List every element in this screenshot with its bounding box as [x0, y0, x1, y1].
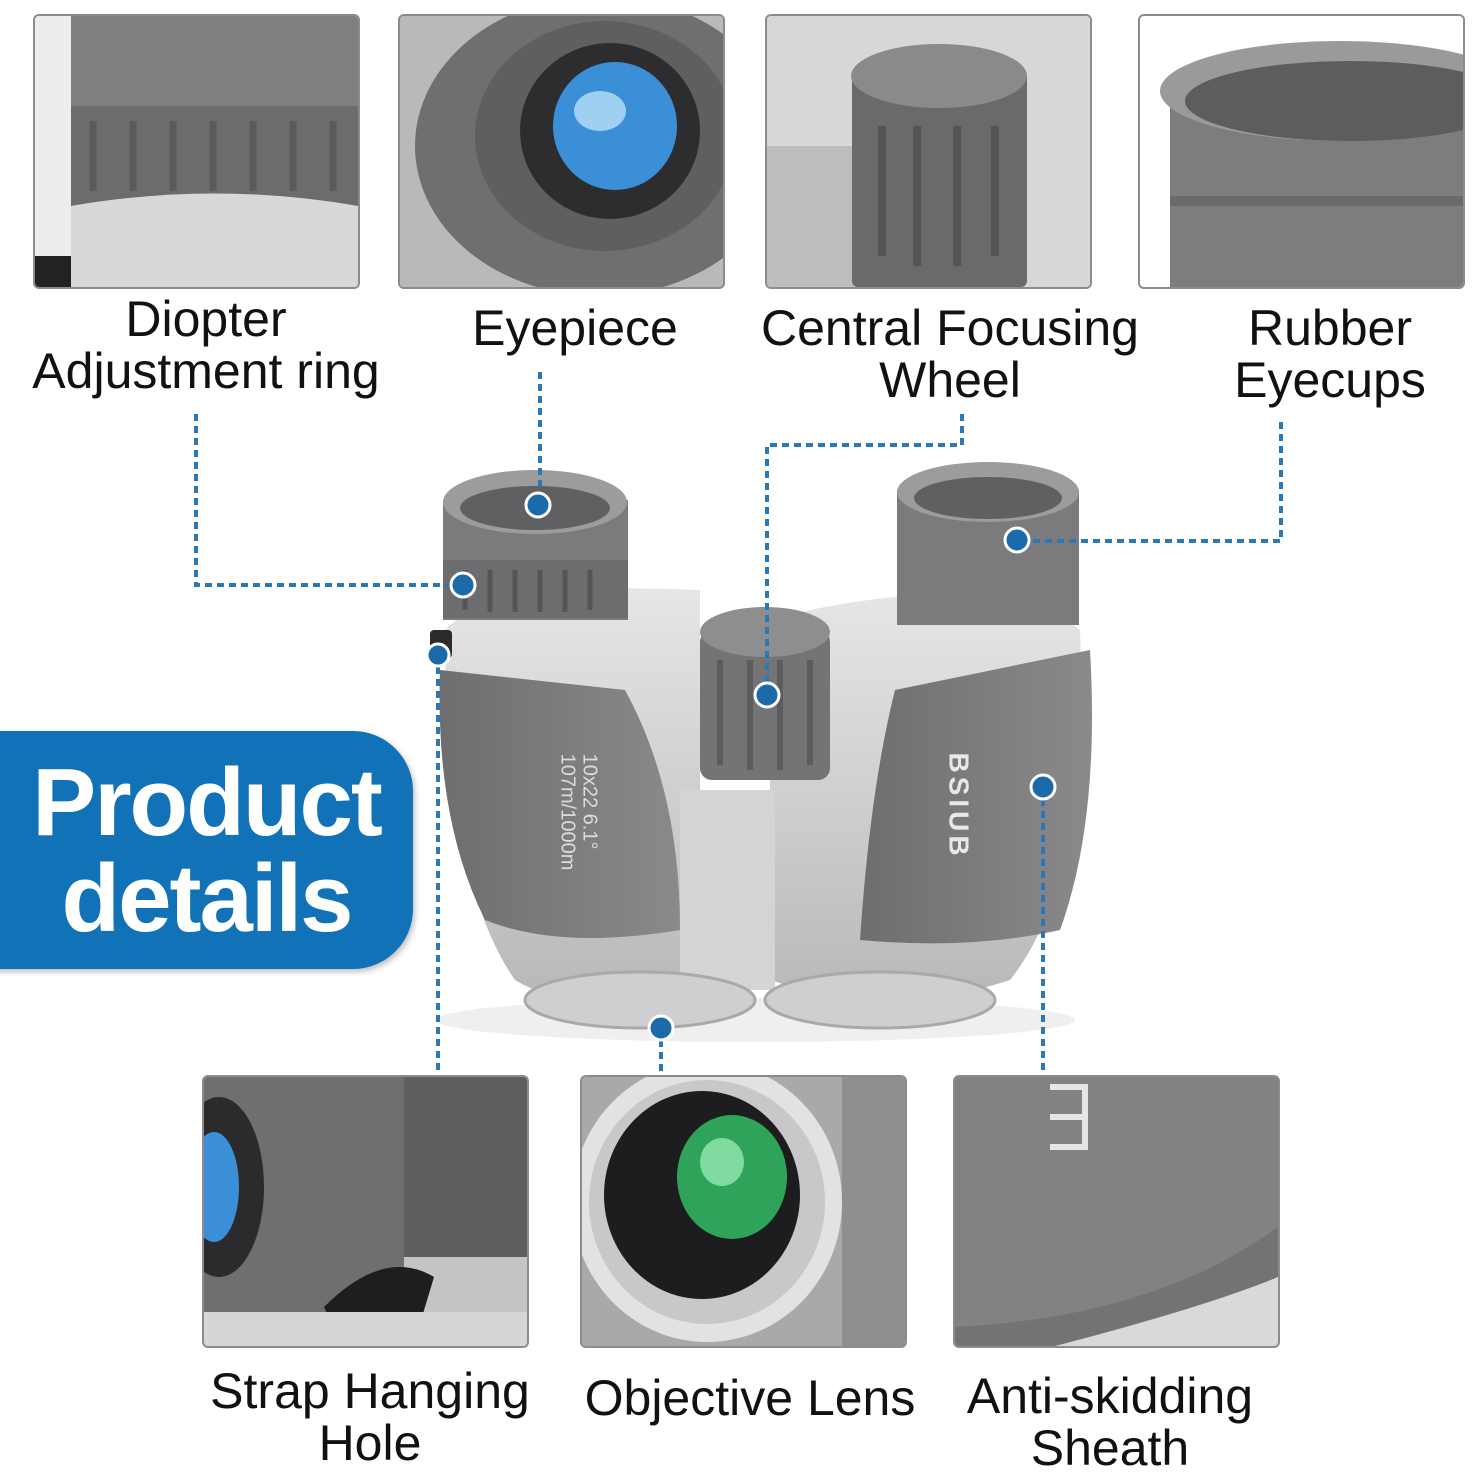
label-objective-lens: Objective Lens [584, 1370, 916, 1426]
binoculars-photo [430, 462, 1092, 1042]
objective-lens-closeup-photo [580, 1075, 907, 1348]
sheath-closeup-photo [953, 1075, 1280, 1348]
eyepiece-closeup-photo [398, 14, 725, 289]
spec-print: 10x22 6.1° 107m/1000m [556, 753, 601, 871]
product-details-badge: Product details [0, 731, 413, 969]
badge-line-1: Product [32, 749, 383, 856]
eyecups-closeup-photo [1138, 14, 1465, 289]
strap-hole-closeup-photo [202, 1075, 529, 1348]
label-eyepiece: Eyepiece [472, 300, 678, 356]
brand-logo: BSIUB [943, 752, 975, 860]
diopter-closeup-photo [33, 14, 360, 289]
focus-wheel-closeup-photo [765, 14, 1092, 289]
badge-line-2: details [61, 845, 353, 952]
